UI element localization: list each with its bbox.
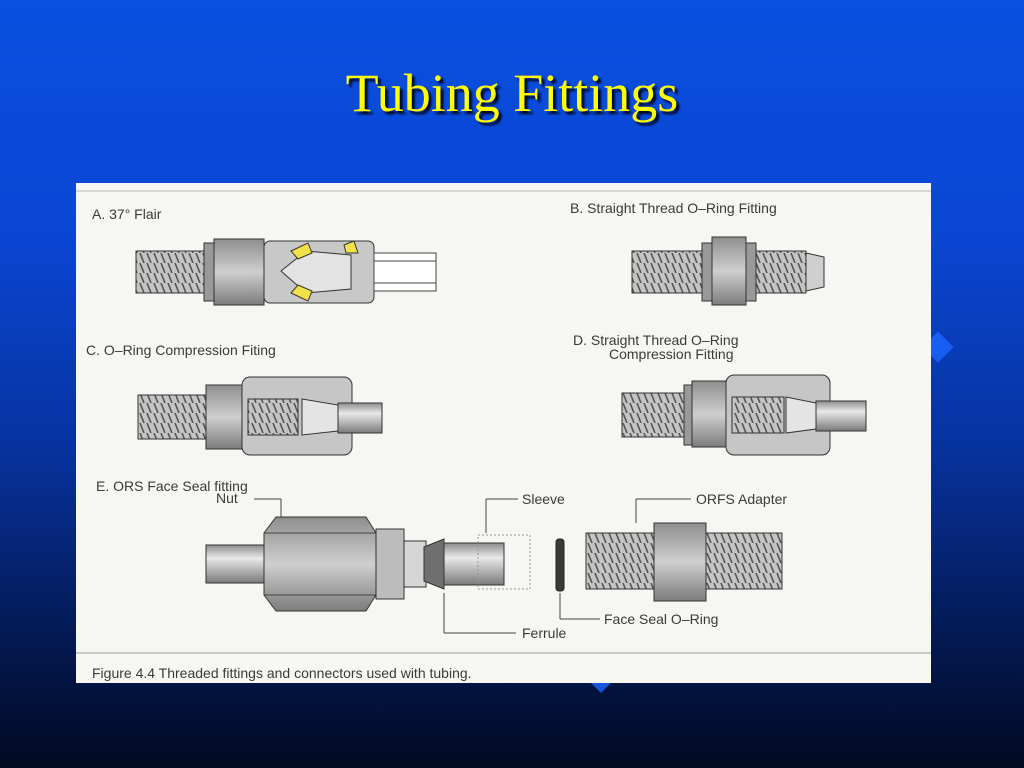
panel-c-label: C. O–Ring Compression Fiting [86, 342, 276, 358]
figure-caption: Figure 4.4 Threaded fittings and connect… [92, 665, 472, 681]
panel-b-straight-thread-fitting: B. Straight Thread O–Ring Fitting [570, 200, 825, 306]
panel-a-label: A. 37° Flair [92, 206, 162, 222]
panel-d-label-line2: Compression Fitting [609, 346, 734, 362]
panel-d-label-line1: D. Straight Thread O–Ring [573, 332, 739, 348]
callout-face-seal-oring: Face Seal O–Ring [604, 611, 718, 627]
callout-nut: Nut [216, 490, 238, 506]
panel-e-label: E. ORS Face Seal fitting [96, 478, 248, 494]
callout-orfs-adapter: ORFS Adapter [696, 491, 787, 507]
panel-e-face-seal-fitting: E. ORS Face Seal fitting Nut Sleeve Face… [96, 478, 787, 641]
panel-c-oring-compression-fitting: C. O–Ring Compression Fiting [86, 342, 383, 456]
panel-a-flair-fitting: A. 37° Flair [92, 206, 437, 306]
slide-title: Tubing Fittings [345, 63, 679, 123]
panel-d-straight-thread-compression-fitting: D. Straight Thread O–Ring Compression Fi… [573, 332, 867, 456]
seal-highlight-icon [290, 242, 313, 260]
panel-b-label: B. Straight Thread O–Ring Fitting [570, 200, 777, 216]
fittings-figure: A. 37° Flair B. Straight Thread O–Ring F… [76, 183, 931, 683]
fittings-diagram: A. 37° Flair B. Straight Thread O–Ring F… [76, 190, 931, 681]
callout-sleeve: Sleeve [522, 491, 565, 507]
callout-ferrule: Ferrule [522, 625, 567, 641]
face-seal-oring-icon [555, 538, 565, 592]
